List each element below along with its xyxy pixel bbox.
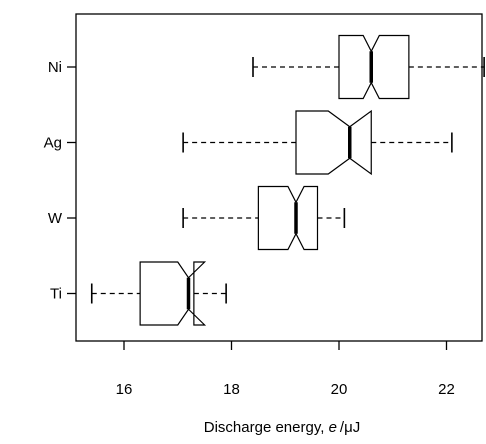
x-tick-label: 22 xyxy=(438,381,455,398)
box-w xyxy=(182,185,346,251)
box-ni xyxy=(252,34,485,100)
x-axis: 16 18 20 22 xyxy=(116,341,455,398)
category-label: Ti xyxy=(50,286,62,303)
x-axis-label: Discharge energy, e/μJ xyxy=(204,419,360,436)
category-label: Ag xyxy=(44,135,62,152)
plot-frame xyxy=(75,13,483,342)
x-tick-label: 16 xyxy=(116,381,133,398)
boxes xyxy=(90,34,485,326)
x-tick-label: 18 xyxy=(223,381,240,398)
box-ti xyxy=(90,261,227,326)
category-label: Ni xyxy=(48,59,62,76)
category-label: W xyxy=(48,210,63,227)
notched-box xyxy=(257,185,319,251)
box-ag xyxy=(182,109,453,176)
x-tick-label: 20 xyxy=(331,381,348,398)
notched-box xyxy=(338,34,410,100)
notched-box xyxy=(295,109,372,176)
